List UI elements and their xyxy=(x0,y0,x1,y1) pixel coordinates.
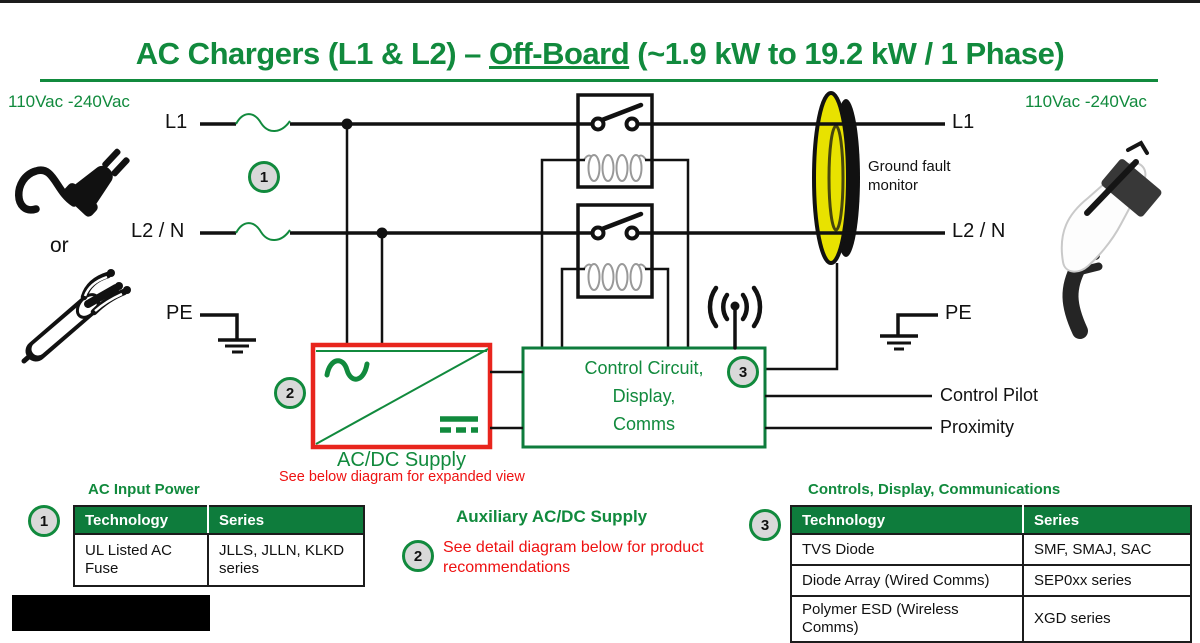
ground-fault-monitor-label: Ground fault monitor xyxy=(868,158,951,194)
pe-right-label: PE xyxy=(945,302,972,324)
contact-icon-l1 xyxy=(590,102,644,132)
title-prefix: AC Chargers (L1 & L2) – xyxy=(135,36,489,71)
supply-feed-wires xyxy=(345,124,384,345)
series-cell: SMF, SMAJ, SAC xyxy=(1022,533,1192,566)
title-underlined: Off-Board xyxy=(489,36,630,71)
controls-heading: Controls, Display, Communications xyxy=(808,481,1061,498)
fuse-icon-l2n xyxy=(235,222,291,241)
acdc-supply-label: AC/DC Supply xyxy=(337,449,466,471)
coil-icon-l2n xyxy=(583,263,647,291)
ground-fault-monitor-icon xyxy=(812,91,860,265)
coil-icon-l1 xyxy=(583,154,647,182)
aux-supply-heading: Auxiliary AC/DC Supply xyxy=(456,507,648,526)
technology-cell: UL Listed AC Fuse xyxy=(73,533,209,587)
dc-icon xyxy=(440,416,478,433)
ac-input-power-badge: 1 xyxy=(28,505,60,537)
control-pilot-label: Control Pilot xyxy=(940,385,1039,405)
control-circuit-line2: Display, xyxy=(612,385,676,406)
controls-badge: 3 xyxy=(749,509,781,541)
coil-drive-wires xyxy=(540,158,690,348)
callout-1-badge: 1 xyxy=(248,161,280,193)
relay-contactor-l1 xyxy=(576,93,654,189)
control-circuit-label: Control Circuit, Display, Comms xyxy=(523,355,765,439)
ac-input-power-heading: AC Input Power xyxy=(88,481,200,498)
column-header: Series xyxy=(1022,505,1192,535)
acdc-supply-note: See below diagram for expanded view xyxy=(279,469,525,485)
technology-cell: TVS Diode xyxy=(790,533,1024,566)
series-cell: XGD series xyxy=(1022,595,1192,643)
control-circuit-line3: Comms xyxy=(613,413,675,434)
l2n-left-label: L2 / N xyxy=(131,220,185,242)
contact-icon-l2n xyxy=(590,211,644,241)
sine-icon xyxy=(324,358,370,382)
control-circuit-box xyxy=(521,346,767,449)
column-header: Technology xyxy=(790,505,1024,535)
table-row: Diode Array (Wired Comms) SEP0xx series xyxy=(790,564,1192,597)
l1-right-label: L1 xyxy=(952,111,975,133)
vac-left-label: 110Vac -240Vac xyxy=(8,92,130,111)
antenna-icon xyxy=(707,285,763,350)
column-header: Technology xyxy=(73,505,209,535)
fuse-icon-l1 xyxy=(235,113,291,132)
aux-supply-badge: 2 xyxy=(402,540,434,572)
l2n-right-label: L2 / N xyxy=(952,220,1006,242)
proximity-label: Proximity xyxy=(940,417,1015,437)
junction-dots xyxy=(341,118,388,239)
aux-supply-note: See detail diagram below for product rec… xyxy=(443,539,704,576)
page-title: AC Chargers (L1 & L2) – Off-Board (~1.9 … xyxy=(0,36,1200,72)
ac-input-power-table: Technology Series UL Listed AC Fuse JLLS… xyxy=(73,505,365,587)
top-border xyxy=(0,0,1200,3)
relay-contactor-l2 xyxy=(576,203,654,299)
series-cell: JLLS, JLLN, KLKD series xyxy=(207,533,365,587)
pe-left-label: PE xyxy=(166,302,193,324)
table-row: TVS Diode SMF, SMAJ, SAC xyxy=(790,533,1192,566)
control-circuit-line1: Control Circuit, xyxy=(584,358,704,378)
title-suffix: (~1.9 kW to 19.2 kW / 1 Phase) xyxy=(629,36,1065,71)
callout-3-badge: 3 xyxy=(727,356,759,388)
controls-table: Technology Series TVS Diode SMF, SMAJ, S… xyxy=(790,505,1192,643)
pe-right-wire xyxy=(880,313,938,351)
gfm-sense-wire xyxy=(766,263,839,371)
column-header: Series xyxy=(207,505,365,535)
interconnect-wires xyxy=(490,370,932,430)
acdc-supply-box xyxy=(310,342,493,450)
redacted-logo xyxy=(12,595,210,631)
l1-left-label: L1 xyxy=(165,111,188,133)
table-row: Polymer ESD (Wireless Comms) XGD series xyxy=(790,595,1192,643)
vac-right-label: 110Vac -240Vac xyxy=(1025,92,1147,111)
callout-2-badge: 2 xyxy=(274,377,306,409)
or-label: or xyxy=(50,234,69,257)
technology-cell: Polymer ESD (Wireless Comms) xyxy=(790,595,1024,643)
ev-connector-icon xyxy=(1060,140,1162,339)
cable-icon xyxy=(21,269,131,364)
technology-cell: Diode Array (Wired Comms) xyxy=(790,564,1024,597)
pe-left-wire xyxy=(200,313,256,354)
series-cell: SEP0xx series xyxy=(1022,564,1192,597)
plug-icon xyxy=(15,148,130,217)
table-row: UL Listed AC Fuse JLLS, JLLN, KLKD serie… xyxy=(73,533,365,587)
title-divider xyxy=(40,79,1158,82)
